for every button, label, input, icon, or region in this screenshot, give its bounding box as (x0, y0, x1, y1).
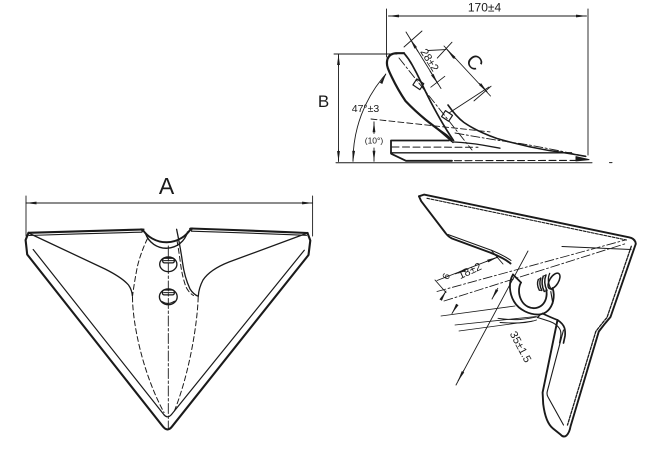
svg-text:B: B (318, 92, 329, 111)
svg-text:A: A (159, 173, 175, 199)
svg-text:47°±3: 47°±3 (352, 103, 380, 115)
svg-text:(10°): (10°) (365, 135, 384, 145)
svg-text:6: 6 (441, 271, 454, 281)
svg-text:170±4: 170±4 (468, 1, 502, 15)
